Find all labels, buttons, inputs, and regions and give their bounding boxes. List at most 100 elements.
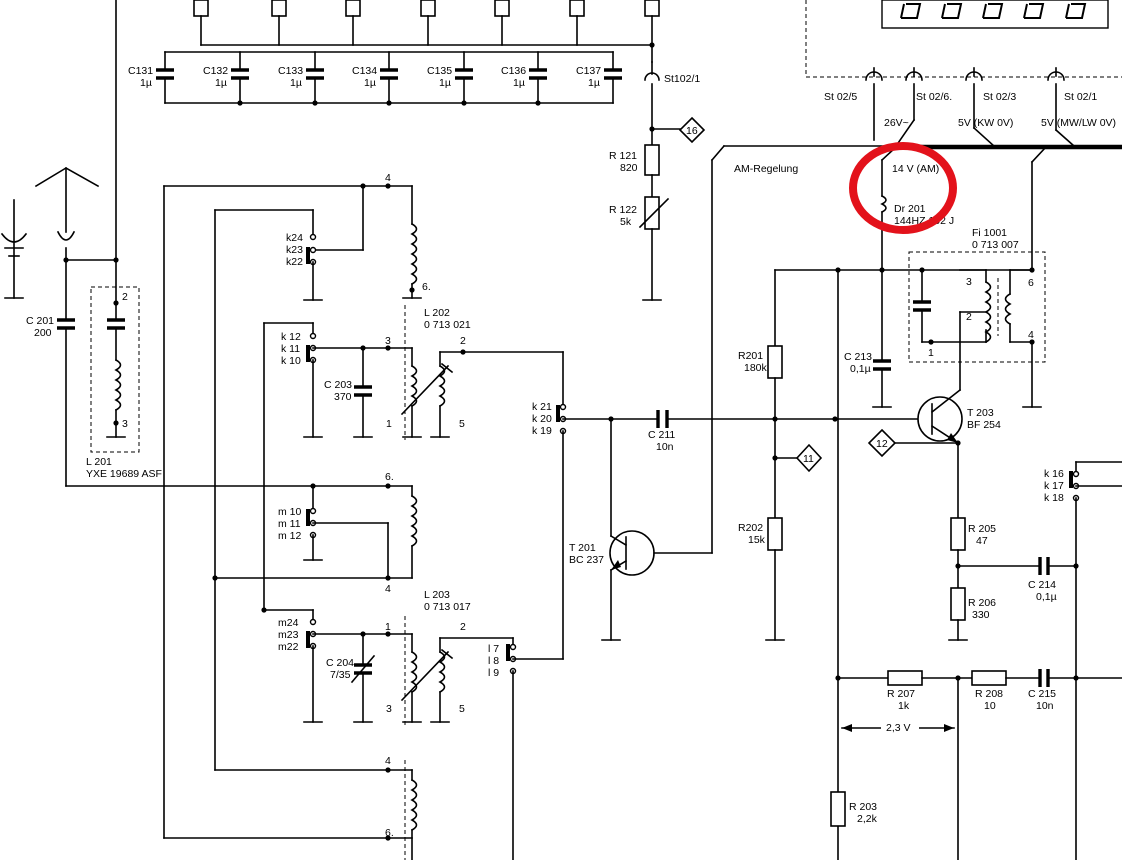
svg-text:k 16: k 16 <box>1044 468 1064 480</box>
svg-text:4: 4 <box>385 172 391 184</box>
svg-text:6.: 6. <box>385 827 394 839</box>
display-module <box>805 0 1122 78</box>
c203-label: C 203 <box>324 379 352 391</box>
l203-label: L 203 <box>424 589 450 601</box>
r201-label: R201 <box>738 350 763 362</box>
svg-text:m24: m24 <box>278 617 299 629</box>
svg-text:3: 3 <box>386 703 392 715</box>
svg-text:12: 12 <box>876 438 888 450</box>
c204-label: C 204 <box>326 657 354 669</box>
t201-value: BC 237 <box>569 554 604 566</box>
fi1001-filter: 3 2 1 6 4 Fi 1001 0 713 007 <box>908 227 1046 408</box>
svg-text:k 18: k 18 <box>1044 492 1064 504</box>
svg-text:m23: m23 <box>278 629 299 641</box>
c204-value: 7/35 <box>330 669 351 681</box>
c135-label: C135 <box>427 65 452 77</box>
fi1001-label: Fi 1001 <box>972 227 1007 239</box>
svg-text:k24: k24 <box>286 232 303 244</box>
svg-text:1: 1 <box>385 621 391 633</box>
svg-text:3: 3 <box>966 276 972 288</box>
svg-text:4: 4 <box>385 583 391 595</box>
svg-text:6.: 6. <box>385 471 394 483</box>
t203-label: T 203 <box>967 407 994 419</box>
dr201-label: Dr 201 <box>894 203 926 215</box>
r201-value: 180k <box>744 362 768 374</box>
st02-3-label: St 02/3 <box>983 91 1016 103</box>
c213-capacitor: C 213 0,1µ <box>844 351 892 408</box>
c201-value: 200 <box>34 327 52 339</box>
st102-1-label: St102/1 <box>664 73 700 85</box>
l201-label: L 201 <box>86 456 112 468</box>
c213-value: 0,1µ <box>850 363 871 375</box>
svg-text:11: 11 <box>803 453 814 465</box>
r122-label: R 122 <box>609 204 637 216</box>
c132-value: 1µ <box>215 77 227 89</box>
st02-1-label: St 02/1 <box>1064 91 1097 103</box>
svg-text:2: 2 <box>966 311 972 323</box>
r203-value: 2,2k <box>857 813 878 825</box>
r208-value: 10 <box>984 700 996 712</box>
l202-label: L 202 <box>424 307 450 319</box>
l203-value: 0 713 017 <box>424 601 471 613</box>
r122-value: 5k <box>620 216 632 228</box>
svg-text:2: 2 <box>460 621 466 633</box>
highlight-circle <box>849 142 957 234</box>
svg-text:m 11: m 11 <box>278 518 301 530</box>
l202-coil-section: 4 6. L 202 0 713 021 C 203 370 <box>163 172 564 839</box>
rail-14v-am-label: 14 V (AM) <box>892 163 939 175</box>
r207-value: 1k <box>898 700 910 712</box>
bottom-network: R 207 1k R 208 10 C 215 10n 2,3 V R 203 … <box>830 669 1122 860</box>
c135-value: 1µ <box>439 77 451 89</box>
c137-value: 1µ <box>588 77 600 89</box>
t203-stage: T 203 BF 254 R 205 47 R 206 330 C 214 0,… <box>894 388 1079 641</box>
voltage-2-3v: 2,3 V <box>886 722 911 734</box>
l202-value: 0 713 021 <box>424 319 471 331</box>
mw-coil-section: 6. 4 L 203 0 713 017 <box>212 471 471 613</box>
svg-text:1: 1 <box>928 347 934 359</box>
k16-switch <box>1069 461 1122 860</box>
r203-label: R 203 <box>849 801 877 813</box>
svg-text:k 10: k 10 <box>281 355 301 367</box>
c211-label: C 211 <box>648 429 675 441</box>
c214-label: C 214 <box>1028 579 1056 591</box>
r121-r122-branch: St102/1 R 121 820 R 122 5k <box>609 61 700 301</box>
svg-text:k 12: k 12 <box>281 331 301 343</box>
c203-value: 370 <box>334 391 352 403</box>
svg-text:l 7: l 7 <box>488 643 499 655</box>
t201-label: T 201 <box>569 542 596 554</box>
r202-label: R202 <box>738 522 763 534</box>
svg-text:k 11: k 11 <box>281 343 300 355</box>
svg-text:6: 6 <box>1028 277 1034 289</box>
c131-value: 1µ <box>140 77 152 89</box>
test-point-16: 16 <box>678 116 706 144</box>
svg-text:k23: k23 <box>286 244 303 256</box>
r202-value: 15k <box>748 534 766 546</box>
svg-text:l 8: l 8 <box>488 655 499 667</box>
svg-text:m 10: m 10 <box>278 506 302 518</box>
r206-label: R 206 <box>968 597 996 609</box>
am-regelung-label: AM-Regelung <box>734 163 798 175</box>
r205-label: R 205 <box>968 523 996 535</box>
c131-label: C131 <box>128 65 153 77</box>
c211-value: 10n <box>656 441 674 453</box>
l203-coil-section: C 204 7/35 1 2 3 5 <box>261 607 564 860</box>
test-point-11: 11 <box>795 443 823 473</box>
lw-coil-section: 4 6. <box>163 755 418 860</box>
l201-value: YXE 19689 ASF <box>86 468 162 480</box>
svg-text:k 21: k 21 <box>532 401 552 413</box>
c136-label: C136 <box>501 65 526 77</box>
bias-network: R201 180k R202 15k <box>738 267 1033 860</box>
svg-text:2: 2 <box>122 291 128 303</box>
supply-connectors: St 02/5 St 02/6. St 02/3 St 02/1 26V~ 5V… <box>710 67 1122 554</box>
svg-text:3: 3 <box>385 335 391 347</box>
antenna-input: C 201 200 <box>0 167 389 487</box>
svg-text:5: 5 <box>459 703 465 715</box>
c214-value: 0,1µ <box>1036 591 1057 603</box>
svg-text:3: 3 <box>122 418 128 430</box>
r205-value: 47 <box>976 535 988 547</box>
c134-value: 1µ <box>364 77 376 89</box>
c133-label: C133 <box>278 65 303 77</box>
svg-text:4: 4 <box>385 755 391 767</box>
c215-label: C 215 <box>1028 688 1056 700</box>
